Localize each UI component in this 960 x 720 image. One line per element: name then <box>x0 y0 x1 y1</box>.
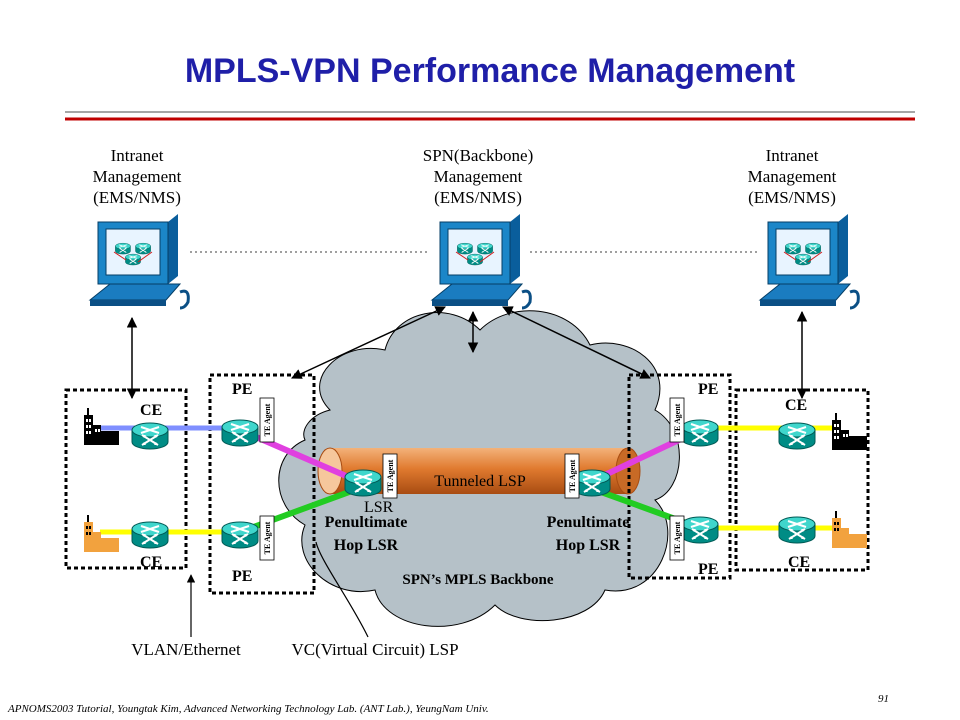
mgmt-center-line3: (EMS/NMS) <box>434 188 522 207</box>
ce-label-bottom-right: CE <box>788 554 810 571</box>
lsr-right-router-icon <box>573 469 611 497</box>
ce-label-bottom-left: CE <box>140 554 162 571</box>
te-agent-tag-lsr-left: TE Agent <box>382 453 398 499</box>
svg-text:TE Agent: TE Agent <box>263 521 272 554</box>
te-agent-tag-pe-bottom-left: TE Agent <box>259 515 275 561</box>
vc-lsp-callout-curve <box>315 541 369 638</box>
ce-label-top-left: CE <box>140 402 162 419</box>
pe-label-bottom-right: PE <box>698 561 718 578</box>
footer-credit: APNOMS2003 Tutorial, Youngtak Kim, Advan… <box>7 703 489 715</box>
mgmt-left-line2: Management <box>93 167 182 186</box>
svg-text:TE Agent: TE Agent <box>673 521 682 554</box>
building-top-right-icon <box>831 412 868 451</box>
pe-bottom-left-router-icon <box>221 521 259 549</box>
svg-text:TE Agent: TE Agent <box>263 403 272 436</box>
left-ce-site-box <box>64 388 188 570</box>
ce-top-right-router-icon <box>778 422 816 450</box>
svg-text:TE Agent: TE Agent <box>568 459 577 492</box>
right-pe-site-box <box>627 373 732 580</box>
pe-top-right-router-icon <box>681 419 719 447</box>
vlan-ethernet-label: VLAN/Ethernet <box>131 640 241 659</box>
penultimate-left-line1: Penultimate <box>325 514 408 531</box>
lsr-left-router-icon <box>344 469 382 497</box>
pe-bottom-right-router-icon <box>681 516 719 544</box>
pe-top-left-router-icon <box>221 419 259 447</box>
ce-bottom-left-router-icon <box>131 521 169 549</box>
mgmt-right-line2: Management <box>748 167 837 186</box>
mgmt-right-line1: Intranet <box>766 146 819 165</box>
mgmt-right-line3: (EMS/NMS) <box>748 188 836 207</box>
building-bottom-right-icon <box>831 510 868 549</box>
right-nms-workstation-icon <box>760 214 858 308</box>
mgmt-center-line2: Management <box>434 167 523 186</box>
pe-label-top-right: PE <box>698 381 718 398</box>
te-agent-tag-pe-top-right: TE Agent <box>669 397 685 443</box>
lsr-label: LSR <box>364 499 394 516</box>
svg-text:TE Agent: TE Agent <box>673 403 682 436</box>
tunnel-label: Tunneled LSP <box>434 473 526 490</box>
arrow-center-nms-left-pe <box>291 306 446 379</box>
pe-label-bottom-left: PE <box>232 568 252 585</box>
slide-title: MPLS-VPN Performance Management <box>185 52 795 90</box>
penultimate-right-line1: Penultimate <box>547 514 630 531</box>
mgmt-left-line1: Intranet <box>111 146 164 165</box>
penultimate-right-line2: Hop LSR <box>556 537 621 554</box>
pe-label-top-left: PE <box>232 381 252 398</box>
penultimate-left-line2: Hop LSR <box>334 537 399 554</box>
ce-top-left-router-icon <box>131 422 169 450</box>
te-agent-tag-pe-bottom-right: TE Agent <box>669 515 685 561</box>
ce-label-top-right: CE <box>785 397 807 414</box>
vc-lsp-label: VC(Virtual Circuit) LSP <box>291 640 458 659</box>
left-pe-site-box <box>208 373 316 595</box>
te-agent-tag-pe-top-left: TE Agent <box>259 397 275 443</box>
left-nms-workstation-icon <box>90 214 188 308</box>
center-nms-workstation-icon <box>432 214 530 308</box>
arrow-center-nms-right-pe <box>502 306 651 379</box>
mgmt-left-line3: (EMS/NMS) <box>93 188 181 207</box>
mgmt-center-line1: SPN(Backbone) <box>423 146 533 165</box>
ce-bottom-right-router-icon <box>778 516 816 544</box>
svg-text:TE Agent: TE Agent <box>386 459 395 492</box>
te-agent-tag-lsr-right: TE Agent <box>564 453 580 499</box>
page-number: 91 <box>878 693 889 705</box>
backbone-label: SPN’s MPLS Backbone <box>402 572 553 588</box>
